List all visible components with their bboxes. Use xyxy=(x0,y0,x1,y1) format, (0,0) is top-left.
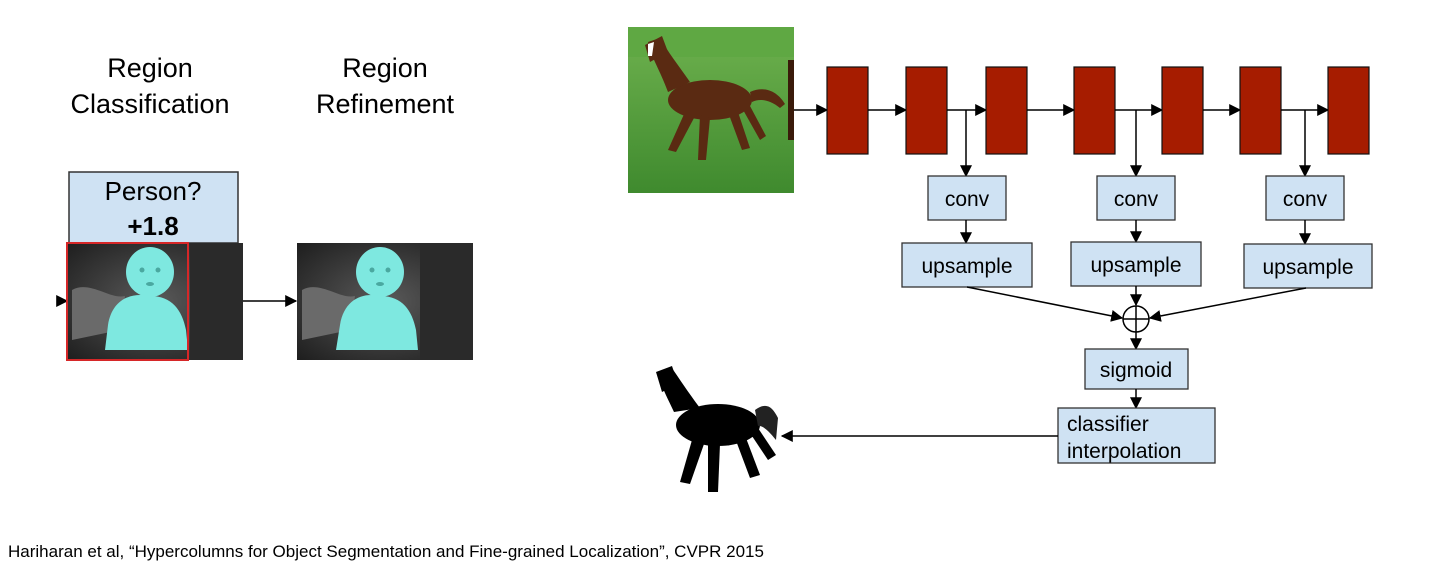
branch-2: conv upsample xyxy=(1070,110,1202,287)
conv-layer-5 xyxy=(1161,66,1204,155)
score-question: Person? xyxy=(105,176,202,206)
branch-3-conv-label: conv xyxy=(1283,188,1328,211)
classifier-label-line2: interpolation xyxy=(1067,440,1181,463)
merge-arrow-left xyxy=(966,286,1124,322)
score-box: Person? +1.8 xyxy=(68,171,239,244)
conv-layer-4 xyxy=(1073,66,1116,155)
sigmoid-label: sigmoid xyxy=(1100,359,1172,382)
sigmoid-box: sigmoid xyxy=(1084,348,1189,390)
branch-2-upsample-label: upsample xyxy=(1090,254,1181,277)
classification-title-line1: Region xyxy=(107,53,193,83)
branch-1-conv-label: conv xyxy=(945,188,990,211)
branch-2-conv-label: conv xyxy=(1114,188,1159,211)
branch-2-upsample-box xyxy=(1070,241,1202,287)
horse-mask-output xyxy=(656,366,778,492)
branch-3-conv-box xyxy=(1265,175,1345,221)
classifier-label-line1: classifier xyxy=(1067,413,1149,436)
horse-input-photo xyxy=(628,27,794,193)
branch-1: conv upsample xyxy=(901,110,1033,288)
branch-3-upsample-box xyxy=(1243,243,1373,289)
classifier-interpolation-box: classifier interpolation xyxy=(1057,407,1216,464)
classification-title-line2: Classification xyxy=(70,89,229,119)
branch-1-upsample-label: upsample xyxy=(921,255,1012,278)
refinement-title-line2: Refinement xyxy=(316,89,455,119)
conv-layer-2 xyxy=(905,66,948,155)
branch-3-upsample-label: upsample xyxy=(1262,256,1353,279)
conv-layer-6 xyxy=(1239,66,1282,155)
merge-arrow-right xyxy=(1148,287,1307,322)
branch-2-conv-box xyxy=(1096,175,1176,221)
score-value: +1.8 xyxy=(127,211,178,241)
branch-1-upsample-box xyxy=(901,242,1033,288)
baby-photo-refinement xyxy=(297,243,473,360)
citation: Hariharan et al, “Hypercolumns for Objec… xyxy=(8,542,764,561)
circle-plus-icon xyxy=(1122,305,1150,333)
conv-layers xyxy=(794,66,1370,155)
conv-layer-7 xyxy=(1327,66,1370,155)
conv-layer-3 xyxy=(985,66,1028,155)
branch-1-conv-box xyxy=(927,175,1007,221)
conv-layer-1 xyxy=(826,66,869,155)
baby-photo-classification xyxy=(66,242,243,361)
refinement-title-line1: Region xyxy=(342,53,428,83)
branch-3: conv upsample xyxy=(1243,110,1373,289)
